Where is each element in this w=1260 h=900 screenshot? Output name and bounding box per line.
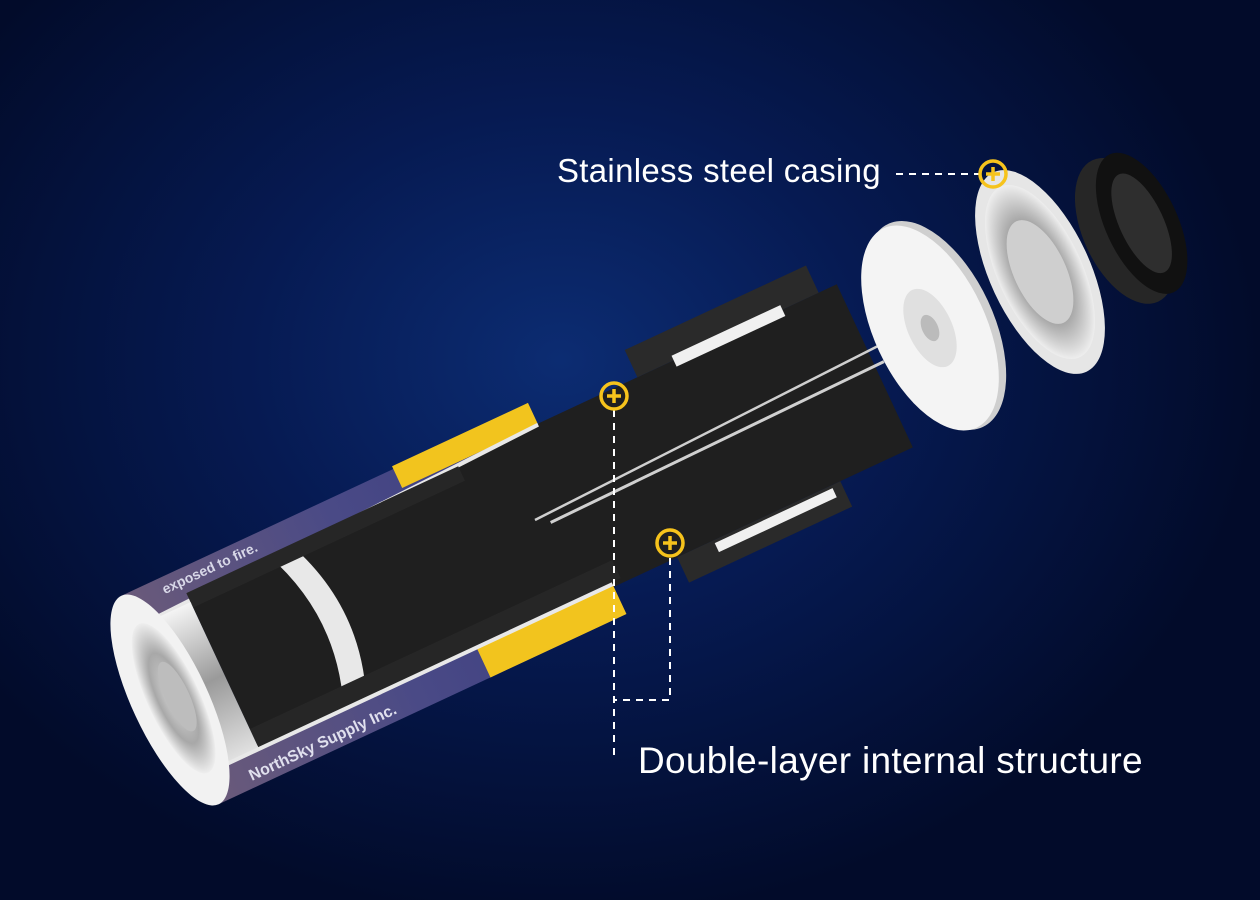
callout-label-casing: Stainless steel casing xyxy=(557,152,881,189)
inner-core xyxy=(184,284,913,752)
label-yellow-band xyxy=(475,582,627,678)
battery-body: exposed to fire. NorthSky Supply Inc. xyxy=(110,265,913,806)
hotspot-structure-outer[interactable] xyxy=(599,381,629,411)
hotspot-casing[interactable] xyxy=(978,159,1008,189)
callout-label-structure: Double-layer internal structure xyxy=(638,740,1143,781)
black-seal-cap xyxy=(1074,152,1188,304)
hotspot-structure-inner[interactable] xyxy=(655,528,685,558)
stainless-steel-disc xyxy=(975,170,1105,374)
white-insulator-disc xyxy=(861,221,1007,431)
center-pin xyxy=(549,360,885,524)
